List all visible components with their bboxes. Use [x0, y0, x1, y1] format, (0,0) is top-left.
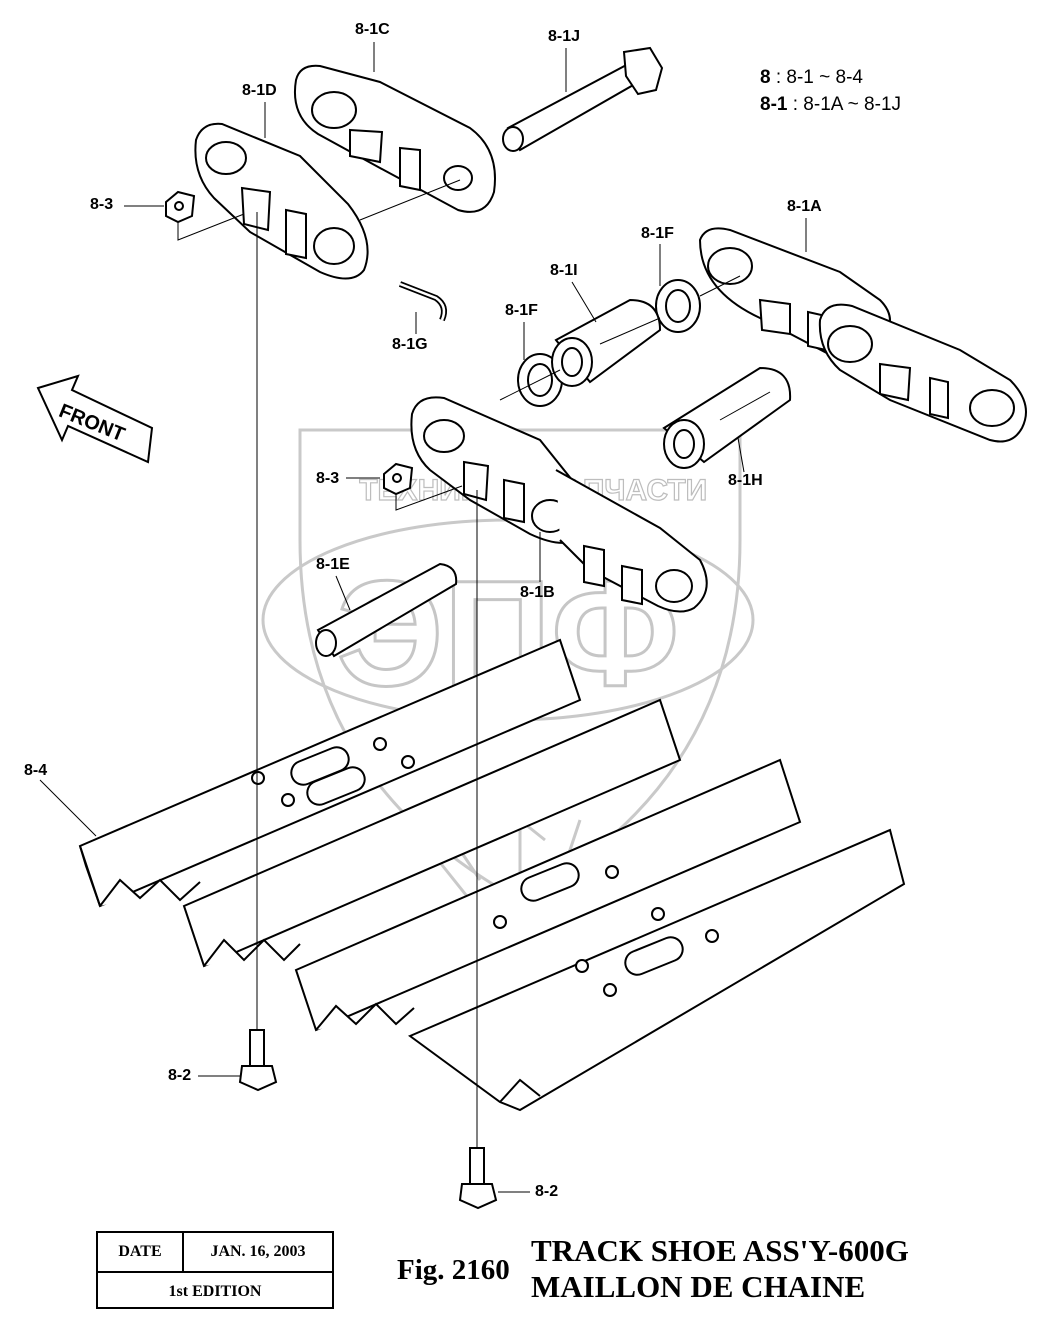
- nut-8-3-mid: [383, 462, 414, 496]
- callout-8-1B: 8-1B: [520, 584, 555, 601]
- link-8-1A-pair: [818, 303, 1027, 443]
- link-8-1B: [410, 396, 708, 613]
- callout-8-1F-low: 8-1F: [505, 302, 538, 319]
- legend-value: : 8-1A ~ 8-1J: [792, 94, 902, 115]
- edition-label: 1st EDITION: [168, 1283, 262, 1300]
- legend-row-1: 8 : 8-1 ~ 8-4: [760, 67, 863, 89]
- link-8-1C: [294, 64, 496, 213]
- legend-key: 8: [760, 67, 771, 88]
- link-8-1D: [194, 122, 369, 280]
- figure-title-line-1: TRACK SHOE ASS'Y-600G: [531, 1233, 909, 1268]
- pin-8-1E: [315, 562, 458, 658]
- legend-value: : 8-1 ~ 8-4: [775, 67, 863, 88]
- callout-8-2-right: 8-2: [535, 1183, 559, 1200]
- seal-8-1F-top: [655, 279, 701, 333]
- callout-8-1J: 8-1J: [548, 28, 581, 45]
- nut-8-3-top: [165, 190, 196, 224]
- callout-8-1G: 8-1G: [392, 336, 428, 353]
- assembly-guide-lines: [177, 179, 771, 1148]
- callout-8-2-left: 8-2: [168, 1067, 192, 1084]
- spring-pin-8-1G: [398, 281, 447, 322]
- callout-8-1H: 8-1H: [728, 472, 763, 489]
- callout-leaders: [39, 42, 807, 1193]
- legend-row-2: 8-1 : 8-1A ~ 8-1J: [760, 94, 901, 116]
- callout-8-4: 8-4: [24, 762, 48, 779]
- legend-key: 8-1: [760, 94, 788, 115]
- bolt-8-2-right: [458, 1147, 498, 1210]
- track-shoe-plates-8-4: [78, 638, 906, 1112]
- callout-8-1I: 8-1I: [550, 262, 578, 279]
- figure-title-line-2: MAILLON DE CHAINE: [531, 1269, 866, 1304]
- bolt-8-2-left: [238, 1029, 278, 1092]
- date-value: JAN. 16, 2003: [210, 1243, 306, 1260]
- callout-8-3-top: 8-3: [90, 196, 114, 213]
- front-direction-arrow: [36, 374, 154, 464]
- date-label: DATE: [98, 1233, 184, 1271]
- pin-8-1J: [502, 46, 664, 152]
- callout-8-1C: 8-1C: [355, 21, 390, 38]
- callout-8-3-mid: 8-3: [316, 470, 340, 487]
- date-edition-stamp: DATE JAN. 16, 2003 1st EDITION: [96, 1231, 334, 1309]
- callout-8-1F-top: 8-1F: [641, 225, 674, 242]
- callout-8-1E: 8-1E: [316, 556, 350, 573]
- bushing-8-1H: [662, 366, 792, 469]
- bushing-8-1I: [551, 298, 662, 387]
- figure-number: Fig. 2160: [397, 1254, 510, 1286]
- callout-8-1A: 8-1A: [787, 198, 822, 215]
- callout-8-1D: 8-1D: [242, 82, 277, 99]
- figure-title: TRACK SHOE ASS'Y-600G MAILLON DE CHAINE: [531, 1233, 909, 1305]
